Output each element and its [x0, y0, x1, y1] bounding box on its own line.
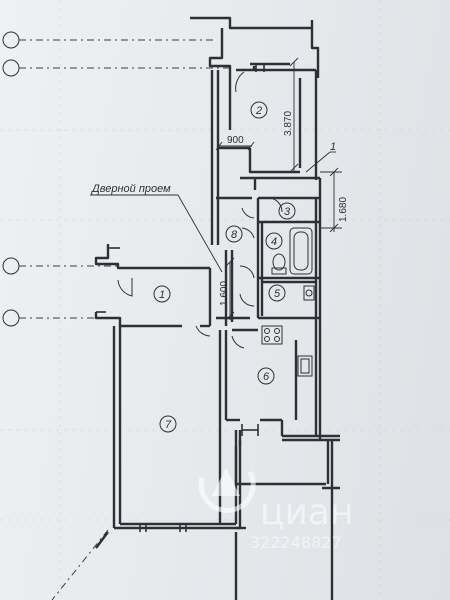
room-label-5: 5: [268, 284, 286, 302]
dimension-3870: 3.870: [283, 57, 299, 173]
axis-marker-top: [2, 31, 215, 49]
axis-diagonal: [51, 529, 109, 600]
door-opening-label: Дверной проем: [90, 183, 171, 195]
dimension-label-900: 900: [227, 135, 244, 146]
svg-text:7: 7: [165, 419, 172, 431]
svg-text:3: 3: [284, 206, 291, 218]
dimension-label-3870: 3.870: [283, 111, 294, 136]
marker-1-leader: 1: [305, 141, 336, 173]
svg-text:4: 4: [271, 236, 277, 248]
svg-text:2: 2: [255, 105, 262, 117]
watermark-logo-icon: [198, 468, 256, 513]
dimension-label-1680: 1.680: [338, 197, 349, 222]
dimension-900: 900: [215, 135, 255, 151]
axis-marker-second: [2, 59, 232, 77]
svg-text:6: 6: [263, 371, 270, 383]
door-opening-leader: Дверной проем: [90, 183, 223, 273]
room-label-4: 4: [265, 232, 283, 250]
watermark-brand: циан: [260, 492, 354, 533]
door-swings: [117, 71, 283, 349]
room-label-6: 6: [257, 367, 275, 385]
toilet: [271, 253, 287, 275]
dimension-1600: 1.600: [219, 257, 235, 321]
sink-wc: [303, 285, 315, 301]
axis-marker-third: [2, 257, 118, 275]
svg-text:8: 8: [231, 229, 238, 241]
axis-marker-fourth: [2, 309, 118, 327]
svg-text:1: 1: [159, 289, 165, 301]
bathtub: [289, 227, 313, 275]
window-hatches: [96, 64, 265, 532]
room-label-7: 7: [159, 415, 177, 433]
watermark: циан 322248827: [198, 468, 354, 552]
marker-1-label: 1: [330, 141, 336, 153]
watermark-number: 322248827: [250, 533, 342, 552]
room-label-1: 1: [153, 285, 171, 303]
kitchen-sink: [297, 355, 313, 377]
room-label-3: 3: [278, 202, 296, 220]
dimension-1680: 1.680: [320, 167, 349, 233]
room-label-8: 8: [225, 225, 243, 243]
stove: [261, 325, 283, 345]
dimension-label-1600: 1.600: [219, 281, 230, 306]
svg-text:5: 5: [274, 288, 281, 300]
room-label-2: 2: [250, 101, 268, 119]
